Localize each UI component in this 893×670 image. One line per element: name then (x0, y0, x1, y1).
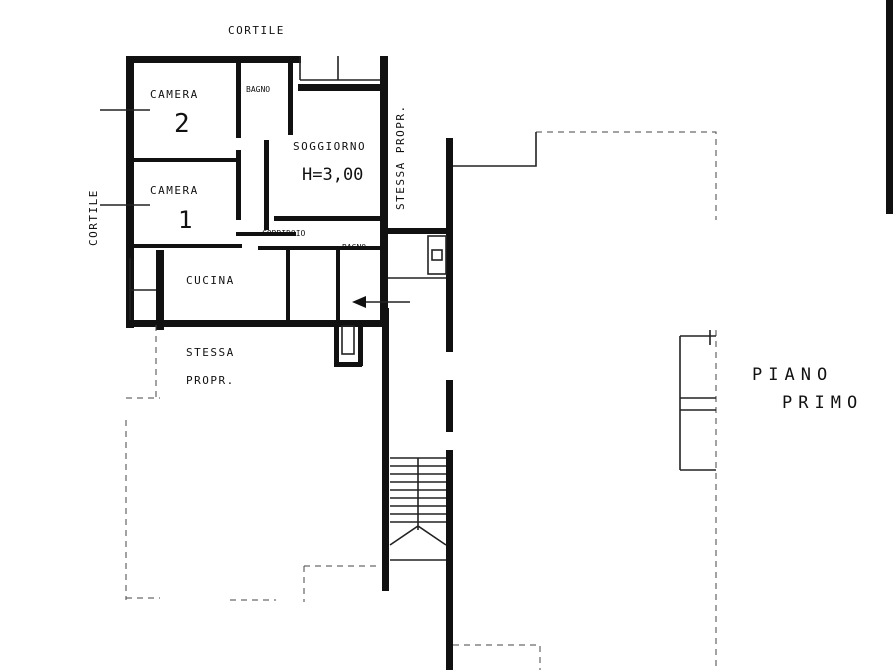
propr-label: PROPR. (186, 374, 235, 387)
edge-bar (886, 0, 893, 214)
cortile-left-label: CORTILE (87, 189, 100, 246)
camera-2-label: CAMERA (150, 88, 199, 101)
primo-label: PRIMO (782, 393, 863, 413)
camera-1-number: 1 (178, 206, 192, 234)
camera-1-label: CAMERA (150, 184, 199, 197)
neighbour-outline (125, 131, 717, 670)
window-marks (100, 56, 380, 320)
corridor-walls (382, 138, 453, 670)
cortile-top-label: CORTILE (228, 24, 285, 37)
bagno-label: BAGNO (246, 85, 270, 94)
cucina-label: CUCINA (186, 274, 235, 287)
bagno-2-label: BAGNO (342, 243, 366, 252)
soggiorno-height: H=3,00 (302, 165, 363, 185)
soggiorno-label: SOGGIORNO (293, 140, 366, 153)
stessa-label: STESSA (186, 346, 235, 359)
staircase (389, 457, 447, 561)
corridoio-label: CORRIDOIO (262, 229, 306, 238)
camera-2-number: 2 (174, 109, 190, 139)
piano-label: PIANO (752, 365, 833, 385)
entry-arrow (352, 296, 410, 308)
stessa-propr-right-label: STESSA PROPR. (394, 104, 407, 210)
apartment-walls (126, 56, 388, 330)
closet-walls (334, 320, 363, 367)
